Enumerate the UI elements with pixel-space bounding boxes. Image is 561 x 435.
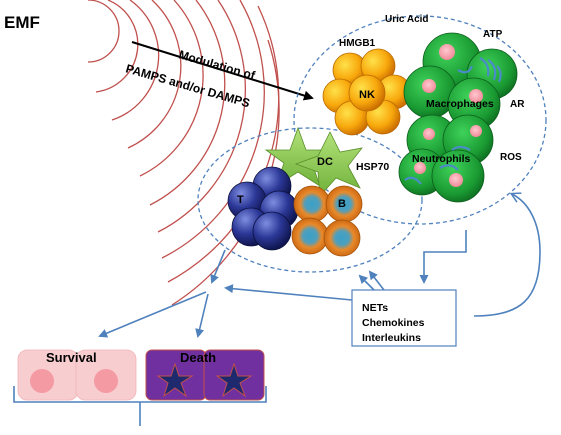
death-star-icon — [156, 362, 194, 398]
neutrophils-label: Neutrophils — [412, 153, 470, 165]
innate-immunity-ellipse — [293, 15, 547, 225]
survival-cells — [17, 349, 137, 401]
emf-waves — [87, 0, 280, 306]
b-cell-cluster — [291, 185, 363, 257]
uric-acid-label: Uric Acid — [385, 14, 429, 25]
death-star-icon — [215, 362, 253, 398]
hsp70-label: HSP70 — [356, 161, 389, 173]
ar-label: AR — [510, 99, 525, 110]
mediator-nets: NETs — [362, 302, 388, 314]
ros-label: ROS — [500, 152, 522, 163]
t-label: T — [237, 194, 244, 206]
macrophages-label: Macrophages — [426, 98, 494, 110]
macrophage-cluster — [403, 32, 518, 131]
connector-lines — [13, 192, 541, 426]
macrophage-nuclei — [422, 44, 502, 103]
mediator-chemokines: Chemokines — [362, 317, 425, 329]
neutrophil-nuclei — [404, 125, 482, 187]
modulation-arrow — [131, 41, 314, 101]
hmgb1-label: HMGB1 — [339, 38, 376, 49]
atp-label: ATP — [483, 29, 503, 40]
mediators-box — [351, 289, 457, 347]
b-label: B — [338, 198, 346, 210]
modulation-label: Modulation of — [177, 47, 257, 82]
adaptive-immunity-ellipse — [197, 127, 423, 273]
nk-label: NK — [359, 89, 375, 101]
t-cell-cluster — [227, 166, 299, 251]
emf-label: EMF — [4, 13, 40, 32]
mediator-interleukins: Interleukins — [362, 332, 421, 344]
dc-label: DC — [317, 156, 333, 168]
death-label: Death — [180, 350, 216, 365]
death-cells — [145, 349, 265, 401]
nk-cell-cluster — [322, 48, 412, 136]
survival-label: Survival — [46, 350, 97, 365]
